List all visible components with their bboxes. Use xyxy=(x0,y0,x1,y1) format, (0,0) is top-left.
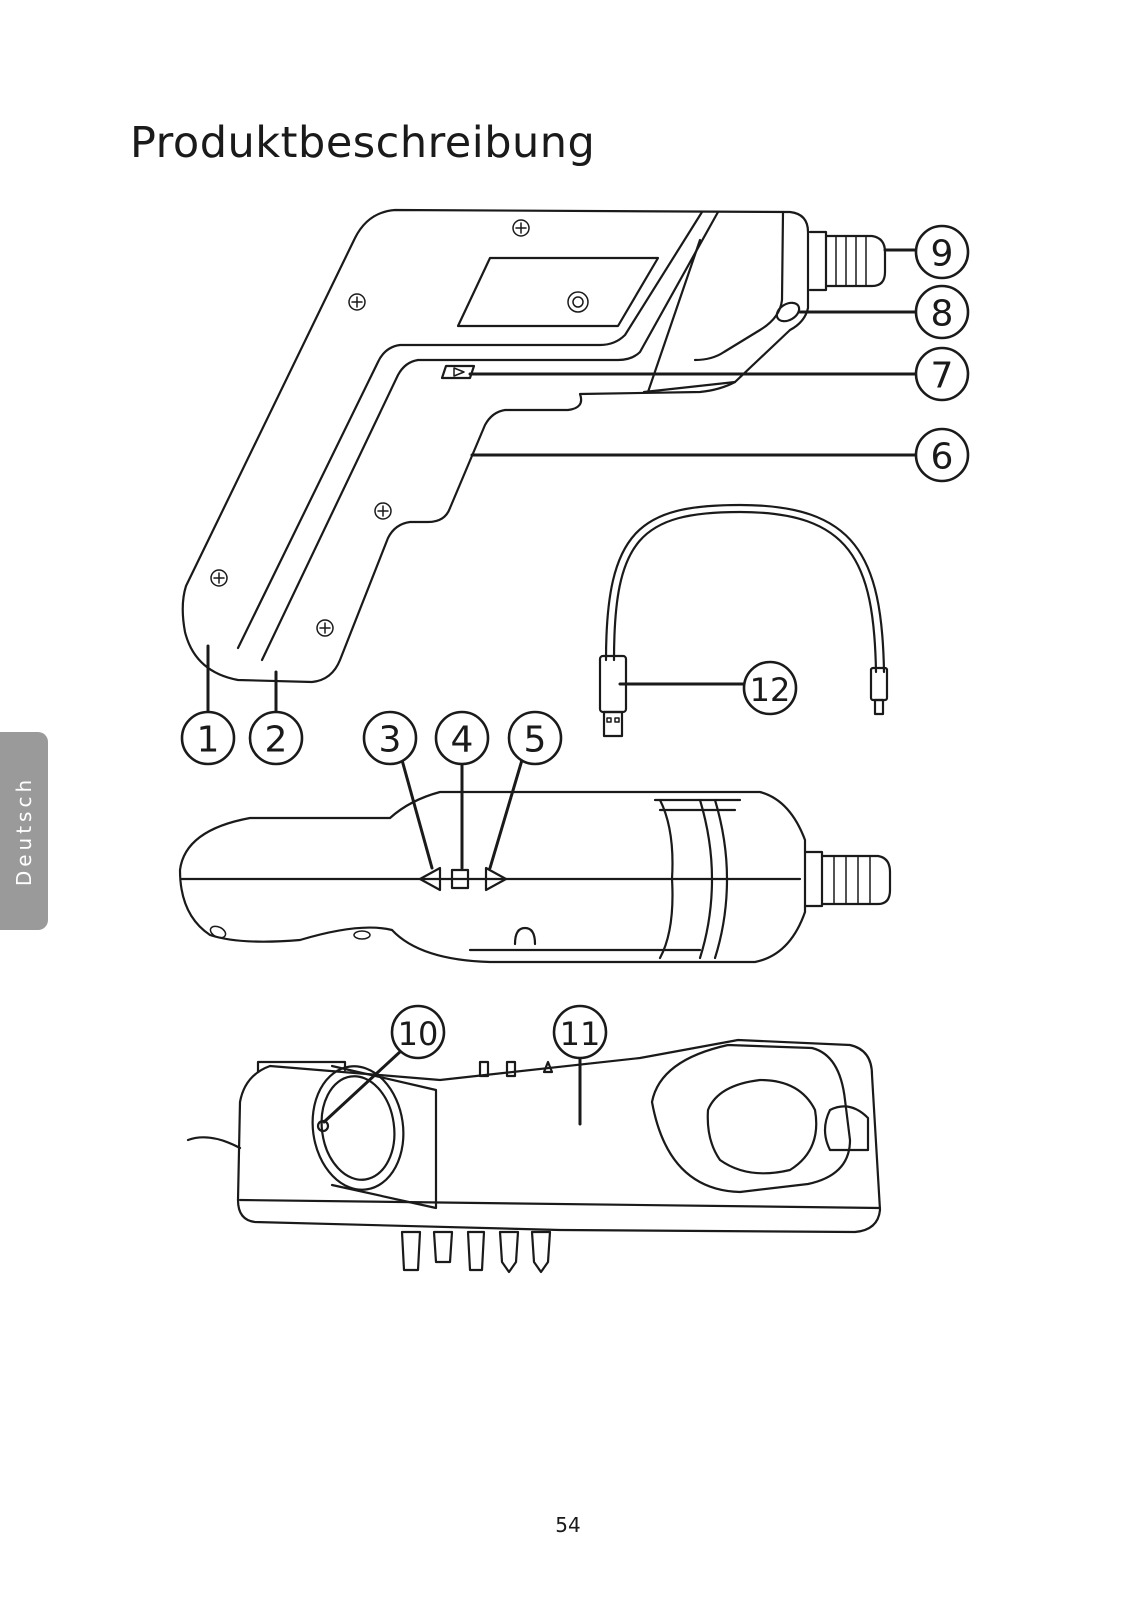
callout-12: 12 xyxy=(744,662,796,714)
callout-7: 7 xyxy=(916,348,968,400)
callout-5: 5 xyxy=(509,712,561,764)
svg-text:6: 6 xyxy=(931,437,954,478)
callout-2: 2 xyxy=(250,712,302,764)
callout-8: 8 xyxy=(916,286,968,338)
screwdriver-side-view xyxy=(183,210,885,720)
charging-station xyxy=(188,1040,880,1272)
callout-3: 3 xyxy=(364,712,416,764)
screwdriver-top-view xyxy=(180,760,890,962)
callout-10: 10 xyxy=(392,1006,444,1058)
svg-text:9: 9 xyxy=(931,234,954,275)
usb-cable xyxy=(600,505,887,736)
callout-6: 6 xyxy=(916,429,968,481)
callout-1: 1 xyxy=(182,712,234,764)
svg-text:5: 5 xyxy=(524,720,547,761)
callout-11: 11 xyxy=(554,1006,606,1058)
svg-text:2: 2 xyxy=(265,720,288,761)
callout-4: 4 xyxy=(436,712,488,764)
svg-text:3: 3 xyxy=(379,720,402,761)
svg-text:12: 12 xyxy=(750,671,791,709)
callout-9: 9 xyxy=(916,226,968,278)
svg-text:11: 11 xyxy=(560,1015,601,1053)
svg-text:1: 1 xyxy=(197,720,220,761)
svg-text:7: 7 xyxy=(931,356,954,397)
svg-text:4: 4 xyxy=(451,720,474,761)
svg-text:10: 10 xyxy=(398,1015,439,1053)
page-number: 54 xyxy=(0,1513,1136,1537)
svg-text:8: 8 xyxy=(931,294,954,335)
